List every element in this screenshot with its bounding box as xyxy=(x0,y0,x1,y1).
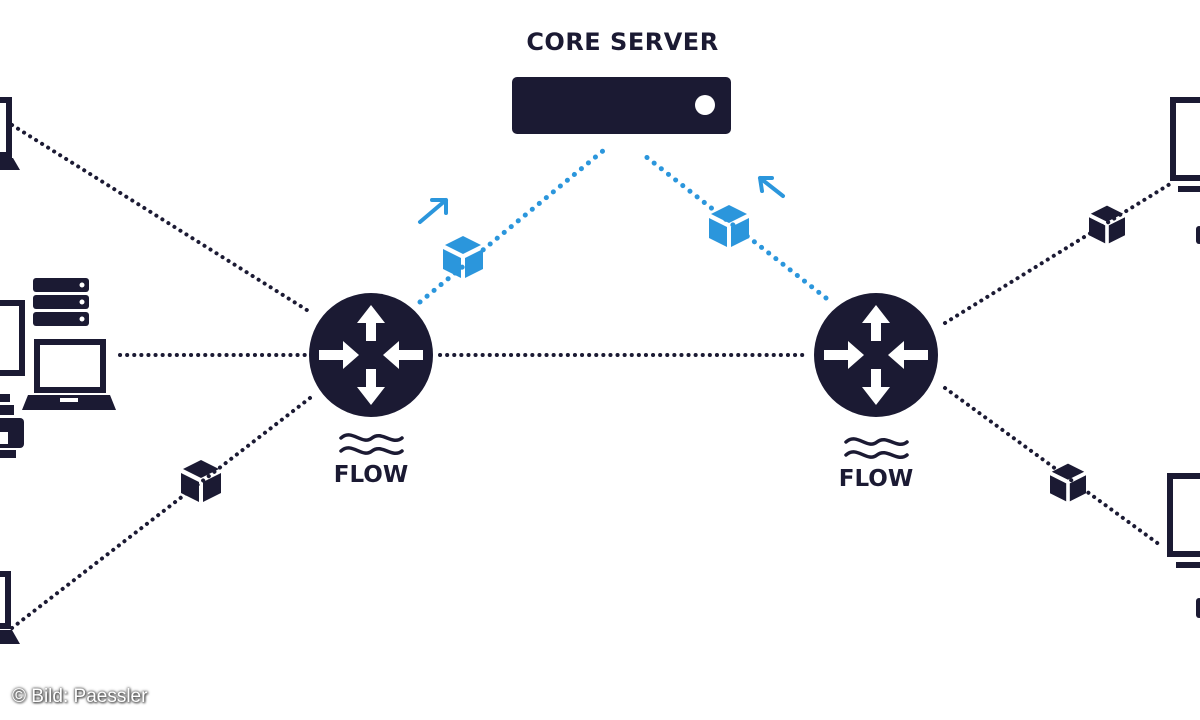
link-router-right-monitor-top xyxy=(943,182,1172,325)
laptop-bottom-icon xyxy=(0,571,20,644)
link-laptop-top-router-left xyxy=(10,123,312,314)
monitor-bottom-icon xyxy=(1167,473,1200,618)
link-router-right-monitor-bottom xyxy=(943,386,1162,547)
packet-blue-icon xyxy=(443,236,483,278)
laptop-top-icon xyxy=(0,97,20,170)
link-router-left-core-server xyxy=(417,147,607,305)
packet-dark-icon xyxy=(1050,463,1086,502)
arrow-up-right-icon xyxy=(418,198,448,224)
packet-blue-icon xyxy=(709,205,749,247)
workstation-group-icon xyxy=(0,278,116,458)
flow-wave-icon xyxy=(844,450,909,459)
flow-wave-icon xyxy=(339,433,404,442)
arrow-up-left-icon xyxy=(758,176,785,198)
core-server-icon xyxy=(512,77,731,134)
monitor-top-icon xyxy=(1170,97,1200,244)
link-laptop-bottom-router-left xyxy=(10,396,312,630)
core-server-label: CORE SERVER xyxy=(526,28,719,56)
router-right-icon xyxy=(814,293,938,417)
flow-wave-icon xyxy=(844,437,909,446)
router-right-flow-label: FLOW xyxy=(838,466,914,492)
router-left-flow-label: FLOW xyxy=(333,462,409,488)
packet-dark-icon xyxy=(1089,205,1125,244)
router-left-icon xyxy=(309,293,433,417)
link-router-right-core-server xyxy=(637,149,829,301)
image-credit: © Bild: Paessler xyxy=(12,686,148,707)
flow-wave-icon xyxy=(339,446,404,455)
packet-dark-icon xyxy=(181,460,221,502)
